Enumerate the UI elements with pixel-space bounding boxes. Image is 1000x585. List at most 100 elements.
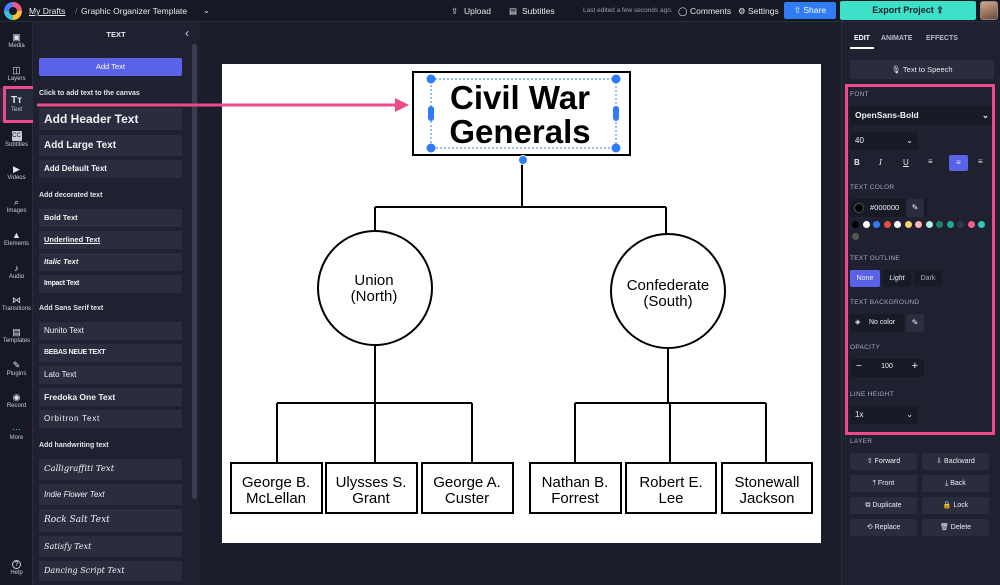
minus-icon[interactable]: − bbox=[856, 361, 862, 372]
rail-help[interactable]: ?Help bbox=[10, 560, 23, 576]
tab-edit[interactable]: EDIT bbox=[854, 35, 870, 42]
lato-text-option[interactable]: Lato Text bbox=[39, 366, 182, 384]
resize-handle[interactable] bbox=[611, 74, 621, 84]
opacity-stepper[interactable]: − 100 + bbox=[850, 359, 924, 377]
calligraffiti-text-option[interactable]: Calligraffiti Text bbox=[39, 459, 182, 480]
outline-none-button[interactable]: None bbox=[850, 270, 880, 287]
lock-button[interactable]: 🔒 Lock bbox=[922, 497, 989, 514]
italic-text-option[interactable]: Italic Text bbox=[39, 253, 182, 271]
general-box[interactable] bbox=[529, 462, 622, 514]
settings-button[interactable]: Settings bbox=[748, 6, 779, 16]
rail-elements[interactable]: ▲Elements bbox=[0, 230, 33, 247]
rail-more[interactable]: ⋯More bbox=[0, 424, 33, 441]
eyedropper-icon[interactable]: ✎ bbox=[906, 199, 924, 217]
orbitron-text-option[interactable]: Orbitron Text bbox=[39, 410, 182, 428]
settings-icon[interactable]: ⚙ bbox=[738, 6, 746, 16]
underline-icon[interactable]: U bbox=[903, 158, 909, 167]
color-swatch[interactable] bbox=[894, 221, 901, 228]
color-swatch[interactable] bbox=[852, 221, 859, 228]
font-size-select[interactable]: 40⌄ bbox=[850, 132, 918, 150]
rail-transitions[interactable]: ⋈Transitions bbox=[1, 295, 32, 312]
outline-light-button[interactable]: Light bbox=[883, 270, 911, 287]
duplicate-button[interactable]: ⧉ Duplicate bbox=[850, 497, 917, 514]
rotate-handle-icon[interactable] bbox=[518, 155, 528, 165]
my-drafts-link[interactable]: My Drafts bbox=[29, 6, 66, 16]
collapse-panel-icon[interactable]: ‹ bbox=[185, 26, 189, 40]
rail-record[interactable]: ◉Record bbox=[0, 392, 33, 409]
underlined-text-option[interactable]: Underlined Text bbox=[39, 231, 182, 249]
resize-handle[interactable] bbox=[613, 106, 619, 121]
text-to-speech-button[interactable]: 🎙 Text to Speech bbox=[850, 60, 994, 79]
color-swatch[interactable] bbox=[925, 221, 933, 228]
backward-button[interactable]: ⇩ Backward bbox=[922, 453, 989, 470]
upload-button[interactable]: Upload bbox=[464, 6, 491, 16]
bebas-text-option[interactable]: BEBAS NEUE TEXT bbox=[39, 344, 182, 362]
project-title[interactable]: Graphic Organizer Template bbox=[81, 6, 188, 16]
rail-templates[interactable]: ▤Templates bbox=[0, 327, 33, 344]
title-box[interactable] bbox=[412, 71, 631, 156]
app-logo[interactable] bbox=[4, 2, 22, 20]
color-swatch[interactable] bbox=[852, 233, 859, 240]
line-height-select[interactable]: 1x⌄ bbox=[850, 406, 918, 424]
delete-button[interactable]: 🗑 Delete bbox=[922, 519, 989, 536]
color-swatch[interactable] bbox=[915, 221, 922, 228]
fredoka-text-option[interactable]: Fredoka One Text bbox=[39, 388, 182, 406]
color-swatch[interactable] bbox=[883, 221, 891, 228]
rail-videos[interactable]: ▶Videos bbox=[0, 164, 33, 181]
align-right-icon[interactable]: ≡ bbox=[978, 157, 983, 166]
rail-media[interactable]: ▣Media bbox=[0, 32, 33, 49]
export-project-button[interactable]: Export Project ⇪ bbox=[840, 1, 976, 20]
forward-button[interactable]: ⇧ Forward bbox=[850, 453, 917, 470]
share-button[interactable]: ⇧ Share bbox=[784, 2, 836, 19]
font-select[interactable]: OpenSans-Bold⌄ bbox=[850, 106, 994, 125]
tab-effects[interactable]: EFFECTS bbox=[926, 35, 958, 42]
add-large-text[interactable]: Add Large Text bbox=[39, 135, 182, 156]
canvas[interactable]: Civil War Generals Union (North) Confede… bbox=[222, 64, 821, 543]
panel-scrollbar[interactable] bbox=[192, 44, 197, 499]
general-box[interactable] bbox=[721, 462, 813, 514]
color-swatch[interactable] bbox=[978, 221, 985, 228]
general-box[interactable] bbox=[230, 462, 323, 514]
color-swatch[interactable] bbox=[967, 221, 975, 228]
title-dropdown-icon[interactable]: ⌄ bbox=[203, 6, 210, 15]
color-swatch[interactable] bbox=[957, 221, 964, 228]
nunito-text-option[interactable]: Nunito Text bbox=[39, 322, 182, 340]
add-text-button[interactable]: Add Text bbox=[39, 58, 182, 76]
rail-audio[interactable]: ♪Audio bbox=[0, 263, 33, 280]
satisfy-text-option[interactable]: Satisfy Text bbox=[39, 536, 182, 557]
align-center-icon[interactable]: ≡ bbox=[949, 155, 968, 171]
rail-plugins[interactable]: ✎Plugins bbox=[0, 360, 33, 377]
indie-flower-text-option[interactable]: Indie Flower Text bbox=[39, 484, 182, 505]
replace-button[interactable]: ⟲ Replace bbox=[850, 519, 917, 536]
general-box[interactable] bbox=[421, 462, 514, 514]
rail-layers[interactable]: ◫Layers bbox=[0, 65, 33, 82]
upload-icon[interactable]: ⇪ bbox=[451, 6, 459, 16]
comments-icon[interactable]: ◯ bbox=[678, 6, 688, 16]
color-swatch[interactable] bbox=[946, 221, 954, 228]
avatar[interactable] bbox=[980, 1, 998, 20]
color-swatch[interactable] bbox=[862, 221, 870, 228]
tab-animate[interactable]: ANIMATE bbox=[881, 35, 913, 42]
outline-dark-button[interactable]: Dark bbox=[914, 270, 942, 287]
italic-icon[interactable]: I bbox=[879, 158, 883, 167]
resize-handle[interactable] bbox=[428, 106, 434, 121]
rail-images[interactable]: ⌕Images bbox=[0, 197, 33, 214]
color-swatch[interactable] bbox=[904, 221, 912, 228]
bold-text-option[interactable]: Bold Text bbox=[39, 209, 182, 227]
comments-button[interactable]: Comments bbox=[690, 6, 732, 16]
add-header-text[interactable]: Add Header Text bbox=[39, 108, 182, 130]
plus-icon[interactable]: + bbox=[911, 360, 918, 372]
no-color-button[interactable]: ◈No color bbox=[850, 314, 904, 332]
color-swatch[interactable] bbox=[936, 221, 943, 228]
back-button[interactable]: ⤓ Back bbox=[922, 475, 989, 492]
general-box[interactable] bbox=[625, 462, 717, 514]
resize-handle[interactable] bbox=[611, 143, 621, 153]
bold-icon[interactable]: B bbox=[854, 158, 860, 167]
eyedropper-icon[interactable]: ✎ bbox=[906, 314, 924, 332]
opacity-value[interactable]: 100 bbox=[881, 363, 893, 370]
subtitles-icon[interactable]: ▤ bbox=[509, 6, 518, 16]
resize-handle[interactable] bbox=[426, 74, 436, 84]
add-default-text[interactable]: Add Default Text bbox=[39, 160, 182, 178]
dancing-script-text-option[interactable]: Dancing Script Text bbox=[39, 561, 182, 581]
